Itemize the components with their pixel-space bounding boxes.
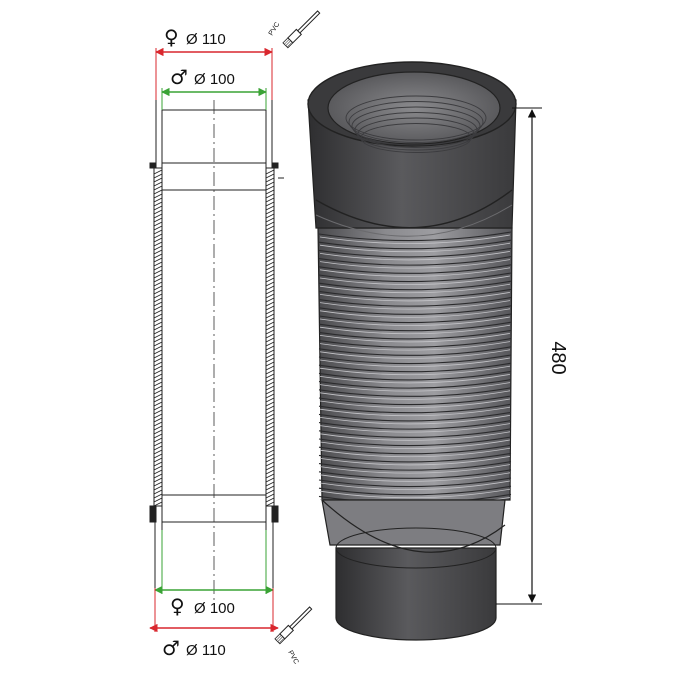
corrugated-walls	[153, 167, 275, 507]
pvc-brush-icon-top: PVC	[268, 10, 321, 49]
female-symbol-bottom: ♀	[170, 594, 185, 618]
male-symbol-bottom: ♂	[162, 636, 180, 660]
top-inner-diameter-label: Ø 100	[194, 71, 235, 88]
length-label: 480	[547, 341, 569, 374]
dimension-lines	[149, 47, 279, 633]
bottom-outer-diameter-label: Ø 110	[186, 642, 226, 659]
top-outer-diameter-label: Ø 110	[186, 31, 226, 48]
bottom-spigot	[335, 547, 497, 641]
length-dimension: 480	[496, 107, 569, 605]
top-socket-section	[149, 100, 284, 191]
pvc-brush-icon-bottom: PVC	[274, 606, 313, 666]
schematic-drawing: ♀ Ø 110 ♂ Ø 100 ♀ Ø 100 ♂ Ø 110	[149, 25, 284, 660]
corrugation-ribs	[318, 231, 512, 507]
female-symbol-top: ♀	[164, 25, 179, 49]
socket-inner-threads	[345, 95, 487, 153]
male-symbol-top: ♂	[170, 65, 188, 89]
flexible-pipe-illustration	[307, 61, 517, 641]
bottom-inner-diameter-label: Ø 100	[194, 600, 235, 617]
svg-text:PVC: PVC	[268, 21, 282, 37]
svg-text:PVC: PVC	[286, 650, 299, 666]
socket-opening	[327, 71, 501, 145]
